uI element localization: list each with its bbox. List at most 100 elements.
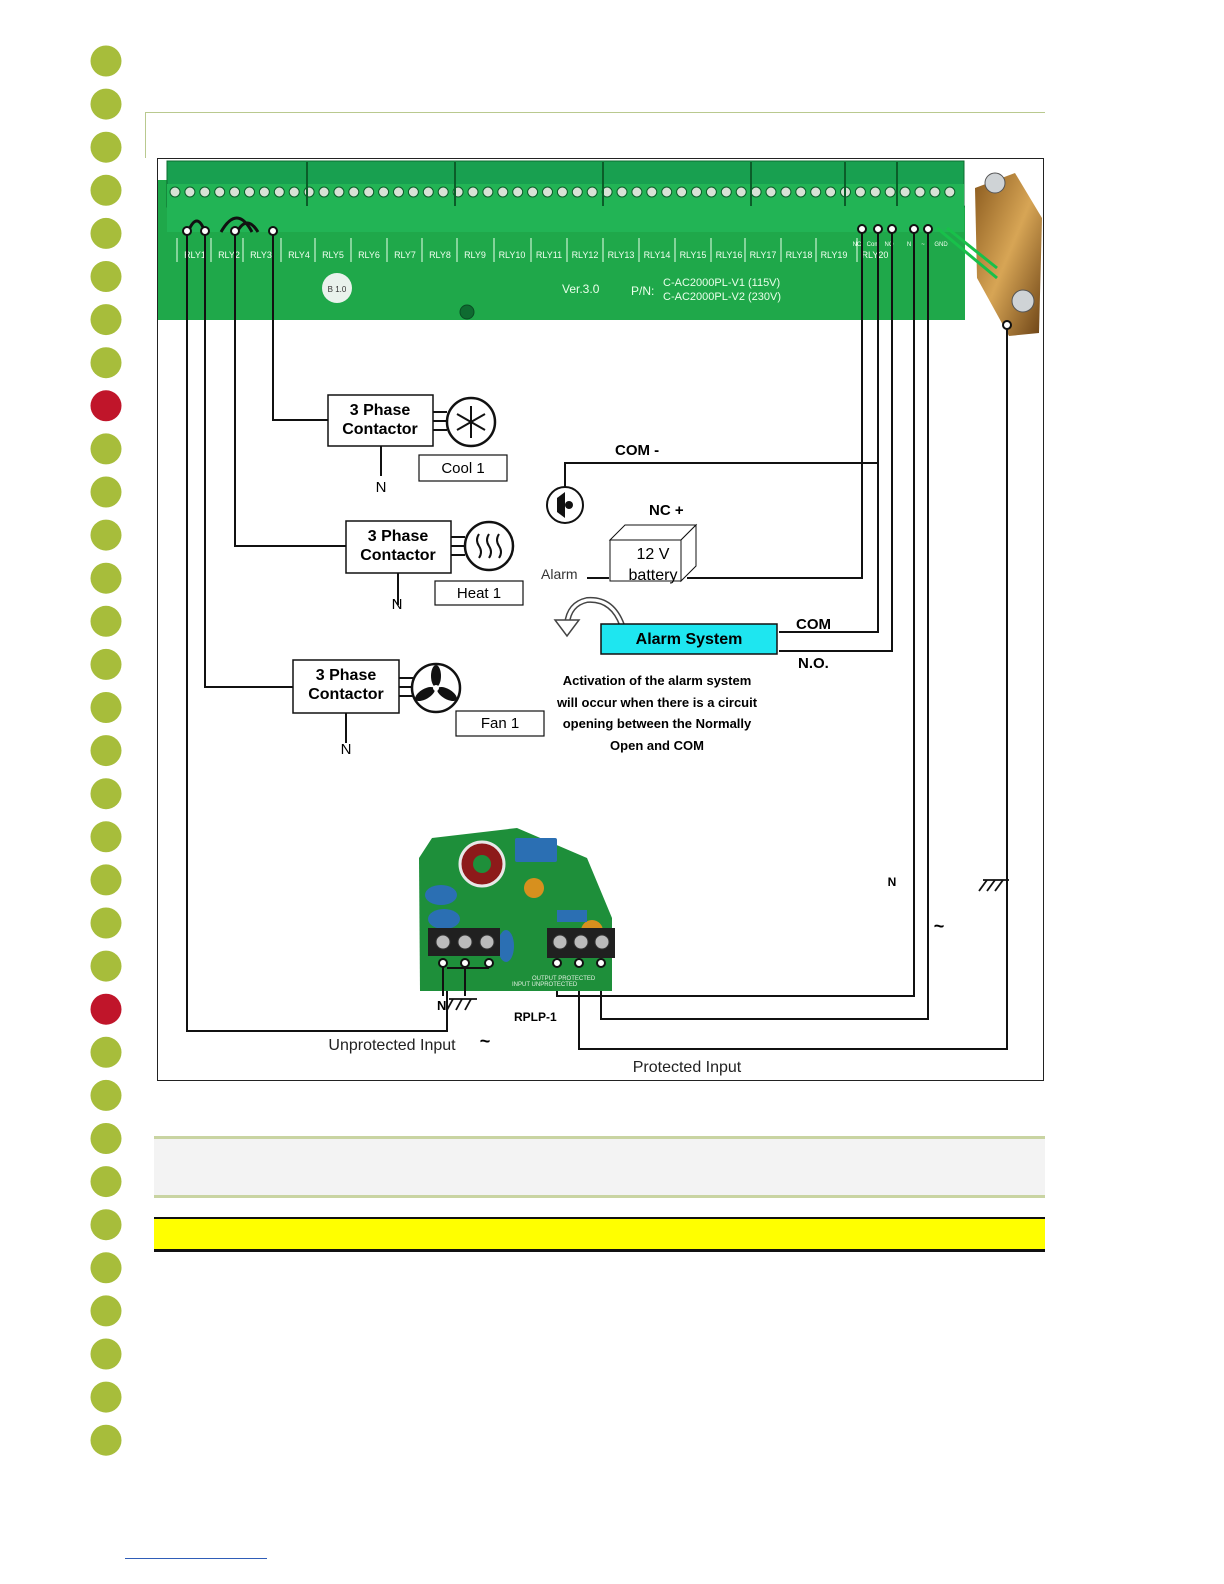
- relay-label: RLY5: [322, 250, 344, 260]
- revision-sticker: [322, 273, 352, 303]
- terminal-screw: [497, 186, 509, 198]
- terminal-screw: [929, 186, 941, 198]
- terminal-screw: [303, 186, 315, 198]
- power-terminal-label: GND: [934, 242, 948, 248]
- terminal-screw: [199, 186, 211, 198]
- heat-neutral: N: [392, 596, 403, 613]
- relay-label: RLY20: [862, 250, 889, 260]
- alarm-system-box: [600, 623, 778, 655]
- cool-contactor-line1: 3 Phase: [350, 402, 411, 419]
- relay-label: RLY1: [184, 250, 206, 260]
- terminal-screw: [244, 186, 255, 198]
- margin-dot: [90, 476, 122, 508]
- terminal-screw: [735, 186, 747, 198]
- fan-neutral: N: [341, 741, 352, 758]
- nc-plus-label: NC +: [649, 502, 684, 519]
- com-label: COM: [796, 616, 831, 633]
- relay-label: RLY14: [644, 250, 671, 260]
- terminal-screw: [214, 186, 226, 198]
- margin-dot: [90, 304, 122, 336]
- terminal-screw: [258, 186, 270, 198]
- mounting-hole: [459, 304, 475, 320]
- margin-dot: [90, 217, 122, 249]
- margin-dot: [90, 1424, 122, 1456]
- terminal-block-dividers: [306, 162, 898, 206]
- terminal-screw: [273, 186, 285, 198]
- com-minus-label: COM -: [615, 442, 659, 459]
- alarm-note-line4: Open and COM: [610, 738, 704, 753]
- margin-dot: [90, 735, 122, 767]
- terminal-screw: [348, 186, 360, 198]
- no-label: N.O.: [798, 655, 829, 672]
- relay-label: RLY8: [429, 250, 451, 260]
- relay-label: RLY15: [680, 250, 707, 260]
- terminal-screw: [661, 186, 673, 198]
- heat-contactor-line2: Contactor: [360, 547, 436, 564]
- board-output-label: OUTPUT PROTECTED: [532, 976, 596, 982]
- margin-dot: [90, 1123, 122, 1154]
- relay-label: RLY19: [821, 250, 848, 260]
- terminal-screw: [795, 186, 807, 198]
- alarm-note-line2: will occur when there is a circuit: [556, 695, 758, 710]
- margin-dot: [90, 1381, 122, 1413]
- heat-label: Heat 1: [457, 585, 501, 602]
- terminal-screw: [646, 186, 658, 198]
- relay-label: RLY11: [536, 250, 562, 260]
- tilde-bottom-label: ~: [480, 1031, 491, 1051]
- relay-label: RLY6: [358, 250, 380, 260]
- battery-line1: 12 V: [637, 546, 670, 563]
- relay-label: RLY13: [608, 250, 635, 260]
- terminal-screw: [810, 186, 822, 198]
- pn-v1: C-AC2000PL-V1 (115V): [663, 277, 780, 289]
- protector-model: RPLP-1: [514, 1010, 557, 1024]
- terminal-screw: [512, 186, 524, 198]
- terminal-screw: [869, 186, 881, 198]
- curved-arrow-icon: [553, 596, 625, 638]
- terminal-wire-points: [182, 224, 1012, 330]
- margin-dot-alert: [90, 390, 122, 422]
- margin-dot: [90, 1209, 122, 1241]
- relay-label: RLY10: [499, 250, 526, 260]
- alarm-label: Alarm: [541, 566, 578, 582]
- margin-dot: [90, 519, 122, 551]
- terminal-screw: [184, 186, 196, 198]
- margin-dot: [90, 950, 122, 982]
- terminal-screw: [586, 186, 598, 198]
- pn-v2: C-AC2000PL-V2 (230V): [663, 291, 781, 303]
- cool-neutral: N: [376, 479, 387, 496]
- terminal-screw: [825, 186, 837, 198]
- terminal-screw: [914, 186, 926, 198]
- fan-contactor-line1: 3 Phase: [316, 667, 377, 684]
- protector-terminal-points: [438, 958, 606, 968]
- heat-contactor: 3 Phase Contactor Heat 1 N: [345, 520, 524, 613]
- margin-dot: [90, 1166, 122, 1198]
- margin-dot: [90, 821, 122, 853]
- fan-icon: [410, 662, 462, 714]
- power-terminal-label: Com: [867, 242, 880, 248]
- relay-label: RLY17: [750, 250, 777, 260]
- margin-dot: [90, 1295, 122, 1327]
- terminal-screw: [422, 186, 434, 198]
- relay-label: RLY3: [250, 250, 272, 260]
- snowflake-icon: [445, 396, 497, 448]
- relay-label: RLY7: [394, 250, 416, 260]
- heat-contactor-line1: 3 Phase: [368, 528, 429, 545]
- terminal-screw: [944, 186, 956, 198]
- relay-label: RLY16: [716, 250, 743, 260]
- terminal-screw: [169, 186, 181, 198]
- margin-dot: [90, 347, 122, 379]
- terminal-screw: [527, 186, 539, 198]
- margin-dot: [90, 692, 122, 723]
- caption-band: [154, 1136, 1045, 1198]
- terminal-screw: [691, 186, 702, 198]
- footnote-rule: [125, 1558, 267, 1559]
- power-terminal-label: NC: [853, 242, 862, 248]
- alarm-note-line1: Activation of the alarm system: [563, 673, 752, 688]
- ground-symbol-icon: [446, 998, 477, 1011]
- alarm-section: COM - NC + 12 V battery Alarm Alarm Syst…: [541, 442, 831, 753]
- page-margin-dots: [90, 45, 122, 1456]
- margin-dot: [90, 1036, 122, 1068]
